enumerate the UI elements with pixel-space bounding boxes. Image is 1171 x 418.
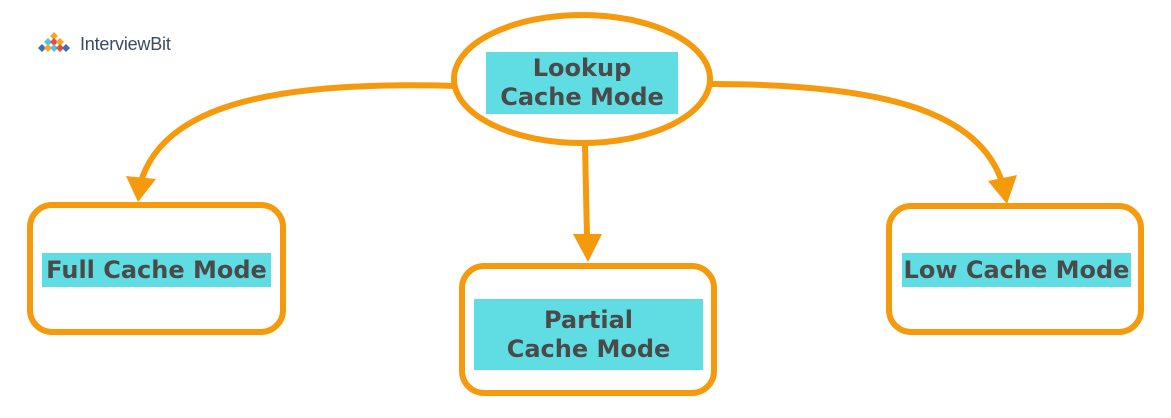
connector-to-full [137,82,456,186]
arrowhead-full [126,176,156,202]
arrowhead-low [988,175,1017,204]
root-node-ellipse [451,12,713,146]
brand-name: InterviewBit [80,33,171,54]
partial-node-box [459,263,717,396]
low-node-box [886,203,1144,335]
partial-node-label: Partial Cache Mode [474,299,703,370]
full-node-label: Full Cache Mode [42,253,271,287]
low-node-label: Low Cache Mode [902,253,1131,287]
root-label-line1: Lookup [532,54,632,82]
partial-label-line1: Partial [543,305,634,334]
full-node-box [27,202,286,335]
brand-logo: InterviewBit [34,30,171,58]
root-label-line2: Cache Mode [500,83,664,111]
root-node-label: Lookup Cache Mode [486,52,678,114]
low-label-text: Low Cache Mode [903,255,1130,284]
connector-to-partial [582,143,590,239]
pyramid-logo-icon [38,32,70,52]
arrowhead-partial [573,234,602,262]
full-label-text: Full Cache Mode [46,255,267,284]
partial-label-line2: Cache Mode [506,334,671,363]
connector-to-low [709,81,1006,186]
